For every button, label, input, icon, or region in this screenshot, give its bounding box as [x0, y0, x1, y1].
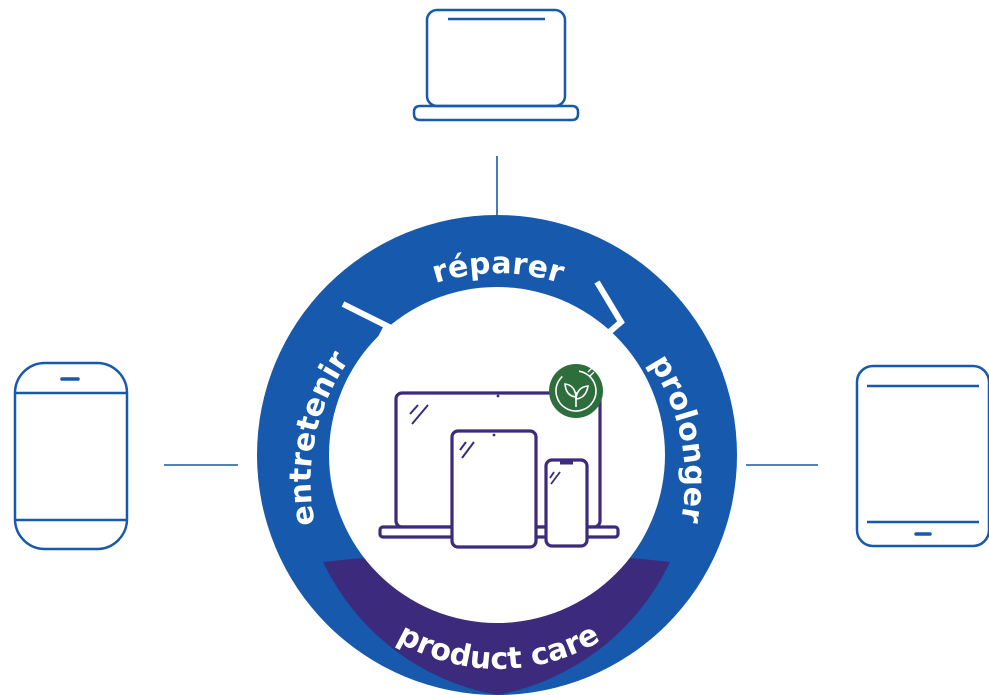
eco-leaf-icon: [549, 364, 603, 418]
center-tablet-icon: [450, 429, 538, 549]
devices-group-icon: [378, 391, 620, 549]
laptop-icon: [412, 8, 580, 122]
smartphone-icon: [13, 361, 129, 551]
center-phone-icon: [544, 458, 589, 548]
tablet-icon: [855, 364, 989, 548]
